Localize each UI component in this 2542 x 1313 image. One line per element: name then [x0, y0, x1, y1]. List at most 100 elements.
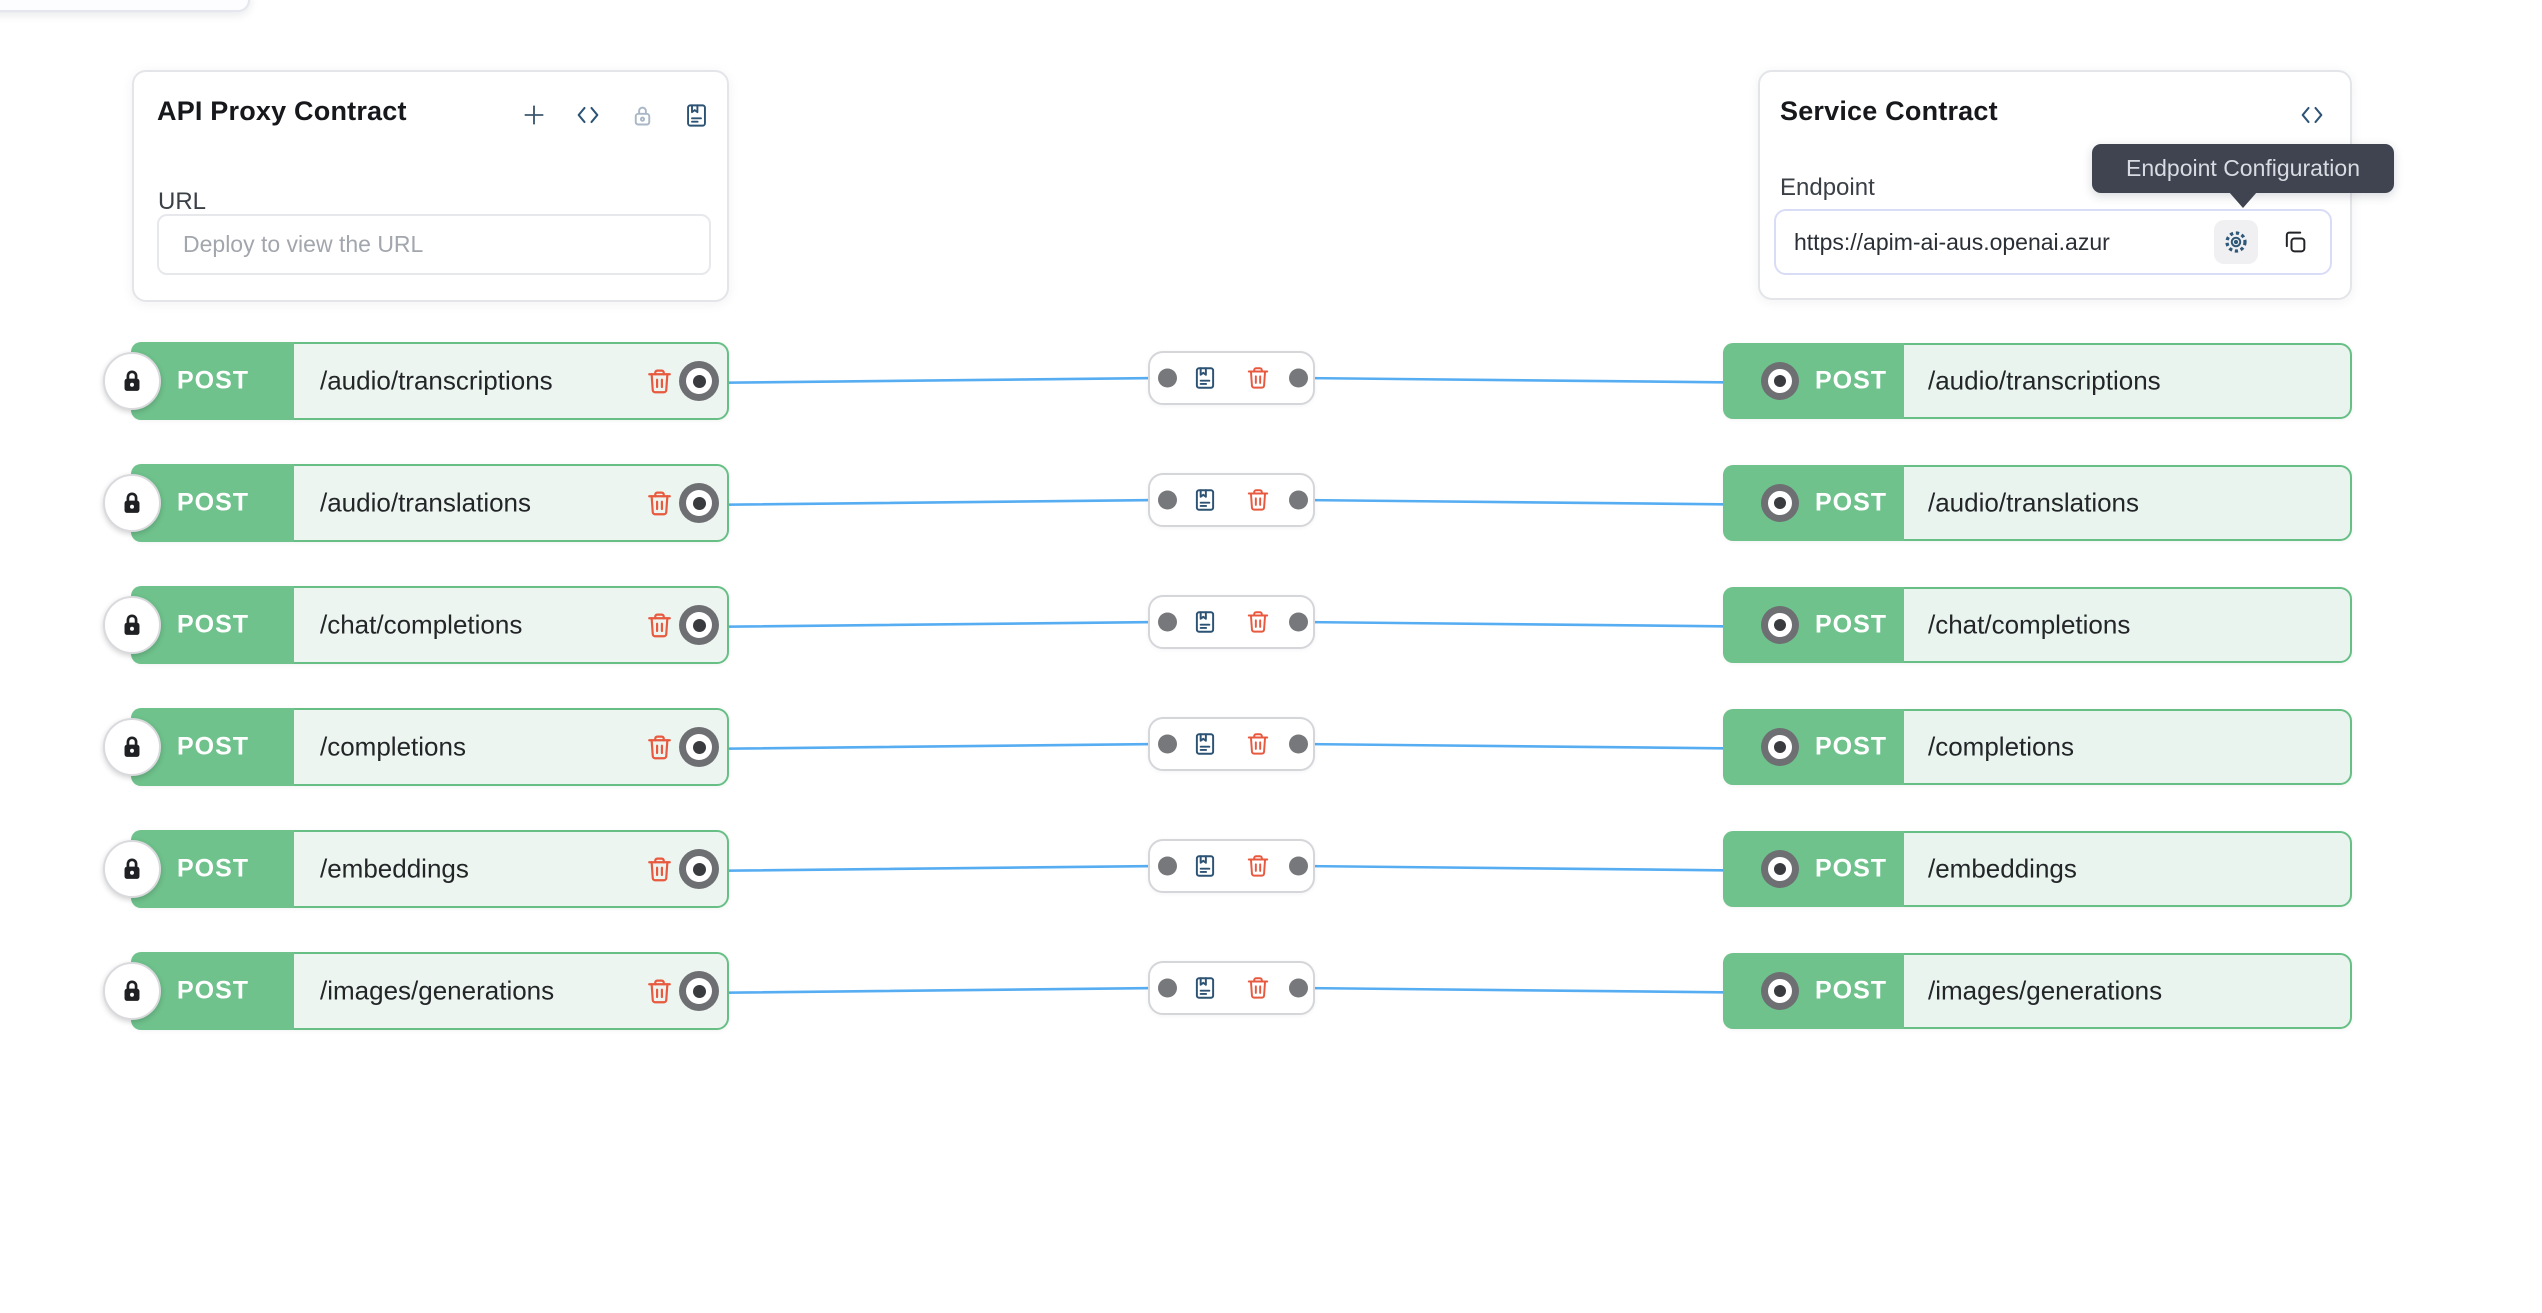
node-output-handle[interactable] [1289, 490, 1308, 510]
lock-icon [124, 614, 140, 635]
service-path-input[interactable]: /chat/completions [1928, 609, 2131, 640]
proxy-route-card[interactable]: POST /images/generations [103, 952, 729, 1030]
delete-node-button[interactable] [1245, 365, 1271, 391]
copy-endpoint-button[interactable] [2278, 225, 2312, 259]
policy-node[interactable] [1148, 595, 1315, 649]
service-path-input[interactable]: /images/generations [1928, 975, 2163, 1006]
policy-node[interactable] [1148, 473, 1315, 527]
service-path-input[interactable]: /completions [1928, 731, 2074, 762]
proxy-toolbar [520, 101, 710, 129]
connector-handle[interactable] [679, 483, 719, 523]
delete-route-button[interactable] [644, 366, 674, 396]
node-input-handle[interactable] [1158, 612, 1177, 632]
delete-route-button[interactable] [644, 976, 674, 1006]
url-label: URL [158, 188, 207, 215]
connector-handle[interactable] [1761, 728, 1799, 766]
route-lock-button[interactable] [103, 352, 161, 410]
service-route-card[interactable]: POST /completions [1723, 709, 2352, 785]
node-input-handle[interactable] [1158, 856, 1177, 876]
service-route-card[interactable]: POST /audio/transcriptions [1723, 343, 2352, 419]
method-label: POST [1815, 366, 1888, 395]
delete-node-button[interactable] [1245, 487, 1271, 513]
node-input-handle[interactable] [1158, 368, 1177, 388]
delete-node-button[interactable] [1245, 731, 1271, 757]
service-path-input[interactable]: /embeddings [1928, 853, 2077, 884]
node-output-handle[interactable] [1289, 612, 1308, 632]
service-route-card[interactable]: POST /embeddings [1723, 831, 2352, 907]
code-view-button[interactable] [574, 101, 602, 129]
delete-node-button[interactable] [1245, 975, 1271, 1001]
proxy-path-input[interactable]: /audio/translations [320, 487, 532, 518]
connector-handle[interactable] [679, 727, 719, 767]
proxy-path-input[interactable]: /audio/transcriptions [320, 365, 553, 396]
method-badge: POST [1723, 587, 1904, 663]
proxy-route-card[interactable]: POST /audio/translations [103, 464, 729, 542]
service-route-card[interactable]: POST /images/generations [1723, 953, 2352, 1029]
node-output-handle[interactable] [1289, 856, 1308, 876]
node-input-handle[interactable] [1158, 490, 1177, 510]
policies-button[interactable] [1192, 609, 1218, 635]
route-lock-button[interactable] [103, 596, 161, 654]
proxy-url-input[interactable] [157, 214, 711, 275]
connector-handle[interactable] [679, 971, 719, 1011]
lock-button[interactable] [628, 101, 656, 129]
delete-node-button[interactable] [1245, 609, 1271, 635]
route-lock-button[interactable] [103, 718, 161, 776]
node-input-handle[interactable] [1158, 734, 1177, 754]
proxy-route-card[interactable]: POST /audio/transcriptions [103, 342, 729, 420]
proxy-path-input[interactable]: /images/generations [320, 975, 555, 1006]
delete-node-button[interactable] [1245, 853, 1271, 879]
trash-icon [1247, 977, 1269, 999]
proxy-route-card[interactable]: POST /embeddings [103, 830, 729, 908]
code-view-button[interactable] [2298, 101, 2326, 129]
route-lock-button[interactable] [103, 840, 161, 898]
route-lock-button[interactable] [103, 962, 161, 1020]
endpoint-field: https://apim-ai-aus.openai.azur [1774, 209, 2332, 275]
policies-button[interactable] [1192, 731, 1218, 757]
endpoint-value[interactable]: https://apim-ai-aus.openai.azur [1794, 228, 2110, 255]
delete-route-button[interactable] [644, 732, 674, 762]
policy-node[interactable] [1148, 717, 1315, 771]
proxy-path-input[interactable]: /chat/completions [320, 609, 523, 640]
notes-icon [1195, 977, 1215, 999]
node-output-handle[interactable] [1289, 978, 1308, 998]
proxy-route-card[interactable]: POST /chat/completions [103, 586, 729, 664]
notes-icon [1195, 489, 1215, 511]
connector-handle[interactable] [679, 605, 719, 645]
service-route-card[interactable]: POST /chat/completions [1723, 587, 2352, 663]
notes-button[interactable] [682, 101, 710, 129]
copy-icon [2285, 231, 2306, 253]
trash-icon [647, 857, 671, 881]
policy-node[interactable] [1148, 961, 1315, 1015]
policies-button[interactable] [1192, 365, 1218, 391]
policies-button[interactable] [1192, 975, 1218, 1001]
node-input-handle[interactable] [1158, 978, 1177, 998]
policies-button[interactable] [1192, 853, 1218, 879]
service-path-input[interactable]: /audio/translations [1928, 487, 2140, 518]
service-route-card[interactable]: POST /audio/translations [1723, 465, 2352, 541]
node-output-handle[interactable] [1289, 734, 1308, 754]
connector-handle[interactable] [1761, 362, 1799, 400]
delete-route-button[interactable] [644, 488, 674, 518]
proxy-path-input[interactable]: /completions [320, 731, 466, 762]
add-route-button[interactable] [520, 101, 548, 129]
delete-route-button[interactable] [644, 854, 674, 884]
node-output-handle[interactable] [1289, 368, 1308, 388]
endpoint-config-button[interactable] [2214, 220, 2258, 264]
policy-node[interactable] [1148, 839, 1315, 893]
service-path-input[interactable]: /audio/transcriptions [1928, 365, 2161, 396]
connector-handle[interactable] [679, 849, 719, 889]
connector-handle[interactable] [679, 361, 719, 401]
connector-handle[interactable] [1761, 850, 1799, 888]
proxy-path-input[interactable]: /embeddings [320, 853, 469, 884]
policy-node[interactable] [1148, 351, 1315, 405]
notes-icon [1195, 367, 1215, 389]
route-lock-button[interactable] [103, 474, 161, 532]
connector-handle[interactable] [1761, 972, 1799, 1010]
connector-handle[interactable] [1761, 484, 1799, 522]
policies-button[interactable] [1192, 487, 1218, 513]
delete-route-button[interactable] [644, 610, 674, 640]
proxy-route-card[interactable]: POST /completions [103, 708, 729, 786]
connector-handle[interactable] [1761, 606, 1799, 644]
